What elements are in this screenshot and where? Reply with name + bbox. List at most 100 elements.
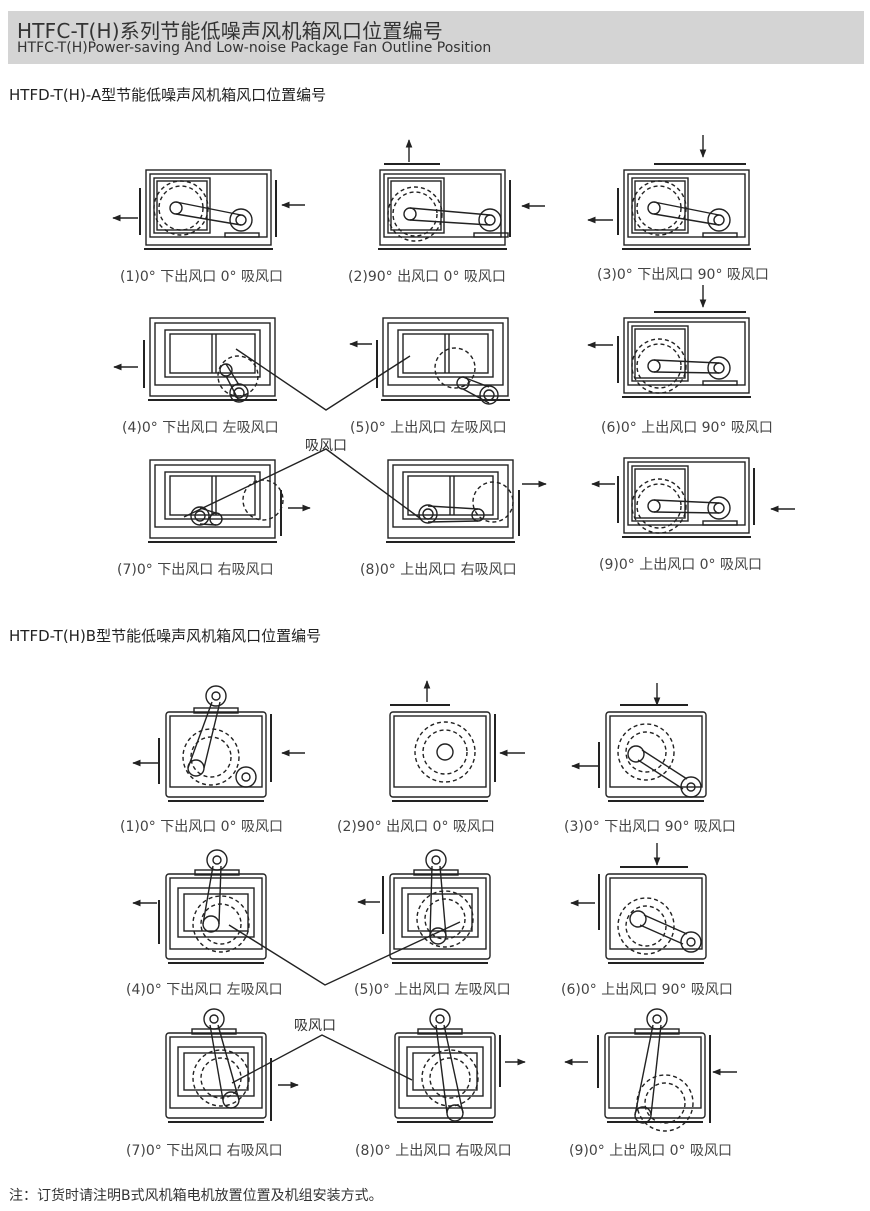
motor xyxy=(478,208,502,232)
belt xyxy=(427,505,479,510)
motor xyxy=(425,849,447,871)
fan-pulley xyxy=(202,915,220,933)
caption-a-6: (6)0° 上出风口 90° 吸风口 xyxy=(601,420,773,436)
panel xyxy=(406,1046,484,1097)
motor xyxy=(707,496,731,520)
fan-housing xyxy=(631,465,689,522)
motor xyxy=(203,1008,225,1030)
casing xyxy=(165,711,267,798)
casing-inner xyxy=(608,1036,702,1109)
belt xyxy=(462,376,490,388)
fan-housing-inner xyxy=(634,328,686,379)
fan-box-b xyxy=(570,843,707,964)
belt xyxy=(653,213,720,226)
belt xyxy=(653,359,720,364)
motor-pulley xyxy=(235,214,247,226)
belt xyxy=(443,1024,464,1114)
impeller-dashed xyxy=(472,481,514,523)
fan-box-a-front xyxy=(349,317,510,405)
motor-pulley xyxy=(484,214,496,226)
fan-housing-inner xyxy=(390,180,442,231)
motor xyxy=(190,506,210,526)
casing-inner xyxy=(609,877,703,950)
belt xyxy=(653,371,720,374)
suction-label-b: 吸风口 xyxy=(294,1018,336,1034)
motor-pulley xyxy=(212,855,222,865)
suction-label-a: 吸风口 xyxy=(305,438,347,454)
impeller-dashed xyxy=(429,1057,471,1099)
belt xyxy=(409,219,491,226)
caption-b-3: (3)0° 下出风口 90° 吸风口 xyxy=(564,819,736,835)
belt xyxy=(639,924,684,945)
fan-pulley xyxy=(187,759,205,777)
motor-base xyxy=(702,380,738,386)
volute-dashed xyxy=(617,723,675,781)
motor xyxy=(646,1008,668,1030)
belt xyxy=(435,1024,448,1114)
caption-b-6: (6)0° 上出风口 90° 吸风口 xyxy=(561,982,733,998)
fan-box-b xyxy=(564,1008,737,1132)
motor xyxy=(206,849,228,871)
casing xyxy=(605,711,707,798)
casing-inner xyxy=(392,464,509,528)
caption-b-2: (2)90° 出风口 0° 吸风口 xyxy=(337,819,495,835)
impeller-dashed xyxy=(392,191,438,237)
motor xyxy=(205,685,227,707)
casing-inner xyxy=(169,877,263,950)
impeller-dashed xyxy=(217,355,259,397)
panel xyxy=(401,887,479,938)
caption-a-2: (2)90° 出风口 0° 吸风口 xyxy=(348,269,506,285)
motor-pulley xyxy=(233,387,245,399)
section-b-title: HTFD-T(H)B型节能低噪声风机箱风口位置编号 xyxy=(9,627,322,645)
leader-line xyxy=(183,448,422,520)
belt xyxy=(187,701,213,769)
motor-base xyxy=(702,232,738,238)
motor xyxy=(429,1008,451,1030)
belt xyxy=(409,207,491,216)
fan-box-b xyxy=(132,685,305,802)
section-a-title: HTFD-T(H)-A型节能低噪声风机箱风口位置编号 xyxy=(9,86,327,104)
belt xyxy=(225,363,240,386)
fan-box-b xyxy=(357,849,491,964)
motor xyxy=(479,385,499,405)
panel xyxy=(164,329,261,378)
caption-b-4: (4)0° 下出风口 左吸风口 xyxy=(126,982,283,998)
casing xyxy=(145,169,272,246)
fan-box-b xyxy=(132,849,267,964)
belt xyxy=(218,865,222,925)
fan-pulley xyxy=(627,745,645,763)
motor-pulley xyxy=(686,937,696,947)
caption-a-7: (7)0° 下出风口 右吸风口 xyxy=(117,562,274,578)
fan-pulley xyxy=(647,359,661,373)
casing-inner xyxy=(393,715,487,788)
motor-base xyxy=(193,707,239,714)
motor xyxy=(707,356,731,380)
casing xyxy=(605,873,707,960)
belt xyxy=(634,1024,654,1116)
caption-b-7: (7)0° 下出风口 右吸风口 xyxy=(126,1143,283,1159)
fan-pulley xyxy=(403,207,417,221)
caption-b-1: (1)0° 下出风口 0° 吸风口 xyxy=(120,819,283,835)
casing xyxy=(149,459,276,539)
caption-b-9: (9)0° 上出风口 0° 吸风口 xyxy=(569,1143,732,1159)
fan-pulley xyxy=(629,910,647,928)
caption-a-1: (1)0° 下出风口 0° 吸风口 xyxy=(120,269,283,285)
impeller-dashed xyxy=(636,185,682,231)
belt xyxy=(653,511,720,514)
leader-line xyxy=(228,921,461,986)
impeller-dashed xyxy=(644,1082,686,1124)
fan-housing xyxy=(387,177,445,234)
casing xyxy=(394,1032,496,1119)
caption-a-8: (8)0° 上出风口 右吸风口 xyxy=(360,562,517,578)
volute-dashed xyxy=(153,180,209,236)
belt xyxy=(175,201,242,216)
volute-dashed xyxy=(192,895,250,953)
fan-box-b xyxy=(165,1008,299,1123)
volute-dashed xyxy=(631,338,687,394)
motor-pulley xyxy=(713,362,725,374)
impeller-dashed xyxy=(242,479,284,521)
motor-pulley xyxy=(435,1014,445,1024)
fan-box-a xyxy=(112,169,305,250)
motor-base xyxy=(702,520,738,526)
casing-inner xyxy=(398,1036,492,1109)
